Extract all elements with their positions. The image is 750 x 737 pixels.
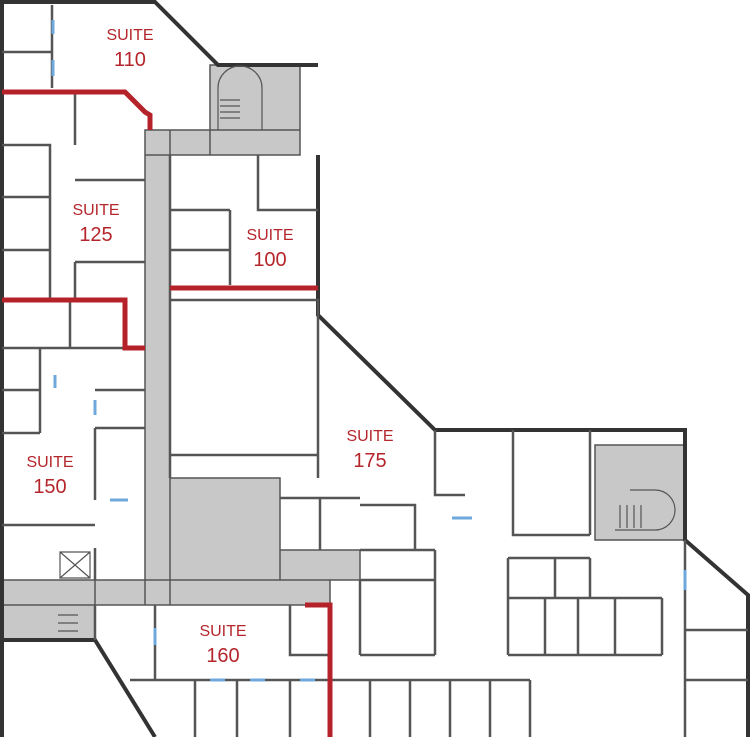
stair-treads	[58, 65, 676, 632]
suite-number: 100	[253, 249, 287, 271]
elevator-shaft	[59, 551, 91, 579]
interior-walls	[2, 5, 748, 737]
suite-number: 175	[353, 450, 387, 472]
suite-word: SUITE	[26, 454, 74, 471]
suite-number: 125	[79, 224, 113, 246]
suite-number: 110	[114, 49, 146, 71]
suite-160-label: SUITE 160	[168, 623, 278, 667]
suite-110-label: SUITE 110	[75, 27, 185, 71]
suite-word: SUITE	[72, 202, 120, 219]
suite-boundaries	[2, 89, 333, 737]
suite-number: 160	[206, 645, 240, 667]
suite-word: SUITE	[106, 27, 154, 44]
common-area-shading	[0, 64, 686, 641]
suite-175-label: SUITE 175	[315, 428, 425, 472]
windows	[51, 20, 687, 682]
suite-number: 150	[33, 476, 67, 498]
suite-100-label: SUITE 100	[215, 227, 325, 271]
suite-125-label: SUITE 125	[41, 202, 151, 246]
suite-word: SUITE	[246, 227, 294, 244]
suite-150-label: SUITE 150	[0, 454, 105, 498]
suite-word: SUITE	[346, 428, 394, 445]
suite-word: SUITE	[199, 623, 247, 640]
common-areas	[0, 64, 686, 641]
